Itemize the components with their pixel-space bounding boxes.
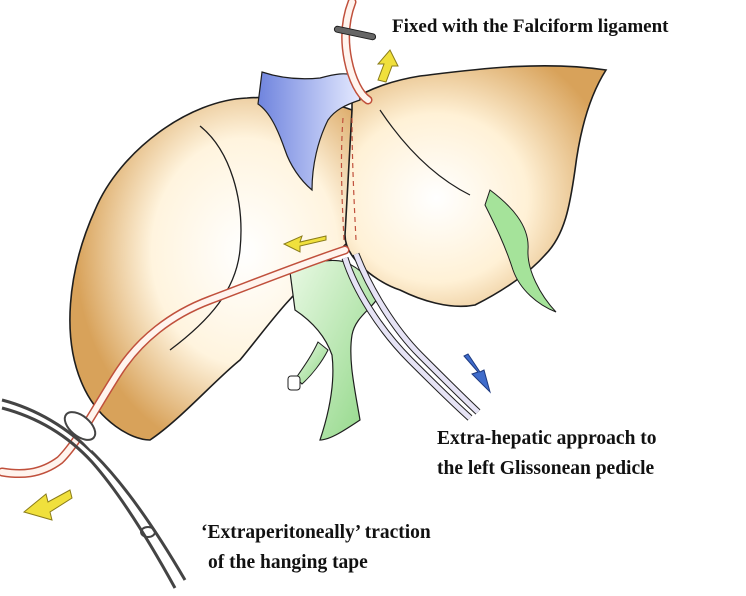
falciform-label: Fixed with the Falciform ligament bbox=[392, 12, 669, 42]
extrahepatic-label-line2: the left Glissonean pedicle bbox=[437, 458, 655, 479]
yellow-arrow-left bbox=[282, 235, 327, 253]
portal-pedicle bbox=[289, 259, 379, 441]
hepatic-vein bbox=[257, 71, 361, 192]
falciform-label-text: Fixed with the Falciform ligament bbox=[392, 16, 669, 37]
left-lobe-fold bbox=[379, 109, 471, 196]
yellow-arrow-traction bbox=[22, 489, 73, 521]
tape-clip bbox=[333, 25, 377, 41]
duct-stump bbox=[287, 375, 301, 391]
traction-label-line2: of the hanging tape bbox=[208, 552, 368, 573]
extrahepatic-approach-label: Extra-hepatic approach to the left Gliss… bbox=[437, 424, 657, 484]
traction-label: ‘Extraperitoneally’ traction of the hang… bbox=[201, 518, 431, 578]
clamp-instrument bbox=[1, 395, 187, 589]
traction-label-line1: ‘Extraperitoneally’ traction bbox=[201, 522, 431, 543]
left-liver-lobe bbox=[344, 64, 608, 308]
yellow-arrow-up bbox=[376, 49, 399, 83]
round-ligament bbox=[484, 189, 557, 313]
transection-line bbox=[340, 117, 345, 241]
transection-line-2 bbox=[351, 117, 357, 241]
bile-duct bbox=[295, 341, 329, 385]
blue-arrow-down bbox=[463, 353, 491, 394]
extrahepatic-label-line1: Extra-hepatic approach to bbox=[437, 428, 657, 449]
right-lobe-fold bbox=[169, 125, 242, 351]
